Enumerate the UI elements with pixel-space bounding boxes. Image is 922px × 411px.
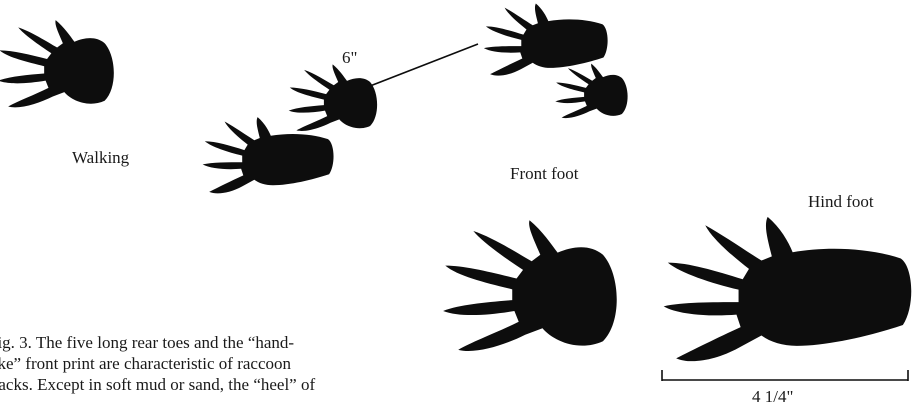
walking-front-print-3 (555, 64, 627, 118)
front-foot-detail-print (443, 220, 617, 351)
caption-line: Fig. 3. The five long rear toes and the … (0, 332, 428, 353)
hind-foot-detail-print (664, 217, 912, 361)
front-foot-label: Front foot (510, 164, 578, 184)
hind-foot-length-label: 4 1/4" (752, 387, 793, 407)
walking-front-print-2 (289, 64, 377, 131)
hind-foot-scale-bar (662, 370, 908, 381)
walking-front-print-left (0, 20, 114, 107)
caption-line: like” front print are characteristic of … (0, 353, 428, 374)
walking-hind-print-2 (484, 3, 608, 75)
hind-foot-label: Hind foot (808, 192, 874, 212)
stride-measure-line (370, 44, 478, 86)
stride-length-label: 6" (342, 48, 357, 68)
walking-label: Walking (72, 148, 129, 168)
figure-caption: Fig. 3. The five long rear toes and the … (0, 332, 428, 395)
caption-line: tracks. Except in soft mud or sand, the … (0, 374, 428, 395)
